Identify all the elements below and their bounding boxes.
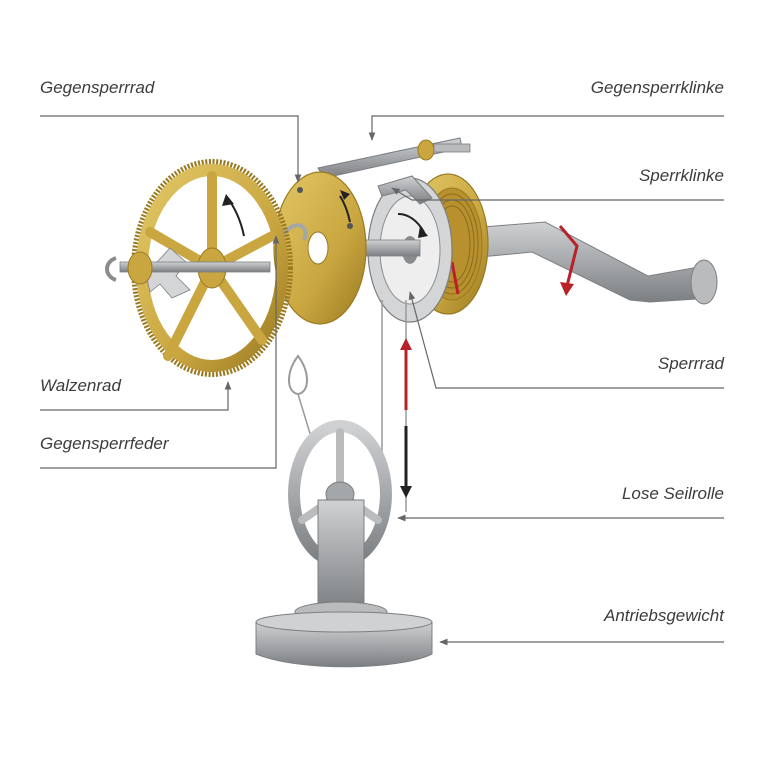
label-walzenrad: Walzenrad	[40, 376, 121, 395]
label-sperrklinke: Sperrklinke	[638, 166, 724, 185]
counter-pawl-gegensperrklinke	[317, 137, 471, 179]
label-sperrrad: Sperrrad	[657, 354, 724, 373]
label-gegensperrklinke: Gegensperrklinke	[590, 78, 724, 97]
drive-weight-antriebsgewicht	[255, 499, 433, 668]
counter-ratchet-gegensperrrad	[273, 171, 367, 325]
label-gegensperrrad: Gegensperrrad	[40, 78, 155, 97]
leader-walzenrad	[40, 381, 232, 411]
label-gegensperrfeder: Gegensperrfeder	[40, 434, 169, 453]
leader-lines	[40, 115, 724, 646]
ratchet-wheel-sperrrad	[359, 177, 453, 323]
leader-gegensperrrad	[40, 115, 302, 183]
rope-direction-arrows	[400, 338, 412, 498]
barrel-wheel-walzenrad	[105, 159, 293, 377]
leader-gegensperrfeder	[40, 235, 280, 469]
leader-sperrklinke	[391, 187, 724, 201]
pawl-sperrklinke	[377, 175, 433, 205]
leader-gegensperrklinke	[368, 115, 724, 141]
label-lose-seilrolle: Lose Seilrolle	[621, 484, 724, 503]
label-antriebsgewicht: Antriebsgewicht	[603, 606, 724, 625]
crank-handle	[469, 221, 718, 305]
leader-sperrrad	[408, 291, 724, 389]
